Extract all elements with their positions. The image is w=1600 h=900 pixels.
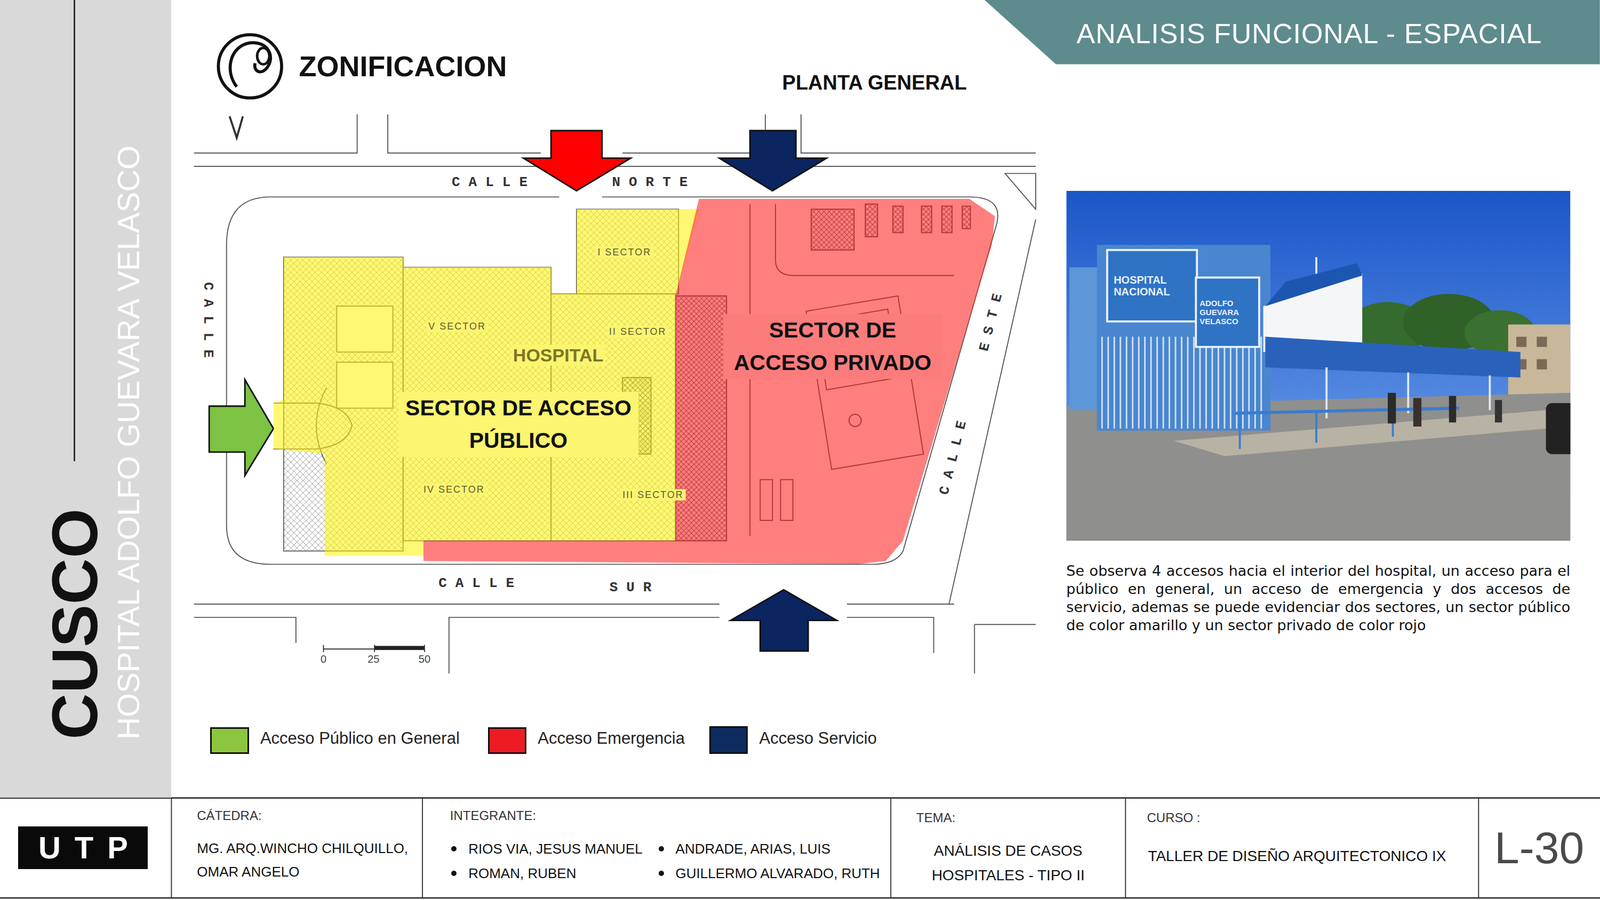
street-name: CALLE [936, 411, 972, 498]
sidebar-subtitle: HOSPITAL ADOLFO GUEVARA VELASCO [113, 145, 144, 740]
cell-heading: TEMA: [916, 810, 956, 827]
sidebar-rule [73, 0, 76, 462]
private-zone-shape [423, 198, 1006, 577]
bullet-dot [451, 846, 457, 852]
cell-body: TALLER DE DISEÑO ARQUITECTONICO IX [1147, 845, 1446, 868]
street-name: ESTE [976, 283, 1008, 354]
legend-label: Acceso Servicio [758, 729, 877, 749]
zone-label: SECTOR DE ACCESO PÚBLICO [398, 392, 639, 458]
bullet-dot [658, 846, 664, 852]
header-band: ANALISIS FUNCIONAL - ESPACIAL [984, 0, 1600, 65]
header-band-shape-outline [984, 0, 1600, 65]
member-name: RIOS VIA, JESUS MANUEL [468, 840, 643, 859]
logo-box: UTP [18, 826, 148, 870]
public-zone-shape [273, 209, 700, 562]
street-name: CALLE [438, 575, 523, 592]
sheet-number: L-30 [1494, 822, 1584, 874]
legend-swatch [709, 726, 749, 755]
cell-body: MG. ARQ.WINCHO CHILQUILLO, OMAR ANGELO [196, 836, 419, 884]
sidebar-city: CUSCO [42, 508, 107, 740]
sector-label: I SECTOR [595, 246, 654, 258]
sector-label: III SECTOR [620, 489, 686, 501]
title-block-cell: CÁTEDRA: MG. ARQ.WINCHO CHILQUILLO, OMAR … [171, 797, 423, 899]
sheet-number-cell: L-30 [1478, 797, 1600, 899]
public-zone: SECTOR DE ACCESO PÚBLICO [273, 209, 700, 562]
street-name: SUR [609, 579, 661, 596]
cell-heading: CURSO : [1147, 810, 1201, 827]
scale-number: 50 [418, 652, 431, 666]
zoning-icon [218, 34, 282, 99]
legend-label: Acceso Emergencia [537, 729, 685, 749]
page-title: ZONIFICACION [299, 49, 508, 83]
title-block-cell: TEMA: ANÁLISIS DE CASOS HOSPITALES - TIPO… [890, 797, 1126, 899]
street-name: CALLE [200, 282, 216, 367]
logo-text: UTP [24, 830, 142, 866]
member-name: ROMAN, RUBEN [468, 864, 576, 883]
scale-number: 25 [367, 652, 380, 666]
cell-heading: CÁTEDRA: [196, 808, 262, 824]
view-title: PLANTA GENERAL [782, 70, 967, 94]
legend-label: Acceso Público en General [260, 729, 460, 749]
service-arrow [730, 589, 837, 652]
header-text: ANALISIS FUNCIONAL - ESPACIAL [1076, 17, 1542, 50]
scale-bar [323, 645, 425, 653]
hospital-photo [1066, 190, 1571, 541]
service-arrow [719, 130, 827, 191]
member-name: GUILLERMO ALVARADO, RUTH [675, 864, 880, 883]
caption-text: Se observa 4 accesos hacia el interior d… [1066, 562, 1571, 635]
street-name: CALLE [451, 174, 536, 191]
title-block-cell: INTEGRANTE: RIOS VIA, JESUS MANUEL ROMAN, … [422, 797, 891, 899]
zone-label: SECTOR DE ACCESO PRIVADO [723, 314, 942, 380]
public-zone-shape-outline [273, 209, 700, 557]
public-arrow [209, 379, 274, 476]
street-name: NORTE [611, 174, 696, 191]
sector-label: V SECTOR [426, 321, 488, 333]
plan-label: HOSPITAL [510, 344, 606, 366]
sign-text: ADOLFO GUEVARA VELASCO [1199, 298, 1256, 326]
site-plan [194, 114, 1036, 674]
cell-body: ANÁLISIS DE CASOS HOSPITALES - TIPO II [900, 838, 1117, 888]
legend-swatch [210, 727, 250, 755]
sidebar-band: HOSPITAL ADOLFO GUEVARA VELASCOCUSCO [0, 0, 172, 798]
sign-text: HOSPITAL NACIONAL [1113, 274, 1189, 298]
sector-label: IV SECTOR [421, 484, 487, 496]
scale-number: 0 [320, 652, 327, 666]
title-block-cell: CURSO : TALLER DE DISEÑO ARQUITECTONICO I… [1125, 797, 1479, 899]
private-zone-shape-outline [423, 198, 995, 565]
sector-label: II SECTOR [606, 325, 669, 338]
legend-swatch [488, 727, 527, 755]
bullet-dot [658, 870, 664, 877]
bullet-dot [451, 870, 457, 877]
member-name: ANDRADE, ARIAS, LUIS [675, 840, 831, 859]
title-block-bar [0, 798, 1600, 900]
cell-heading: INTEGRANTE: [450, 808, 536, 824]
private-zone: SECTOR DE ACCESO PRIVADO [423, 198, 1006, 577]
